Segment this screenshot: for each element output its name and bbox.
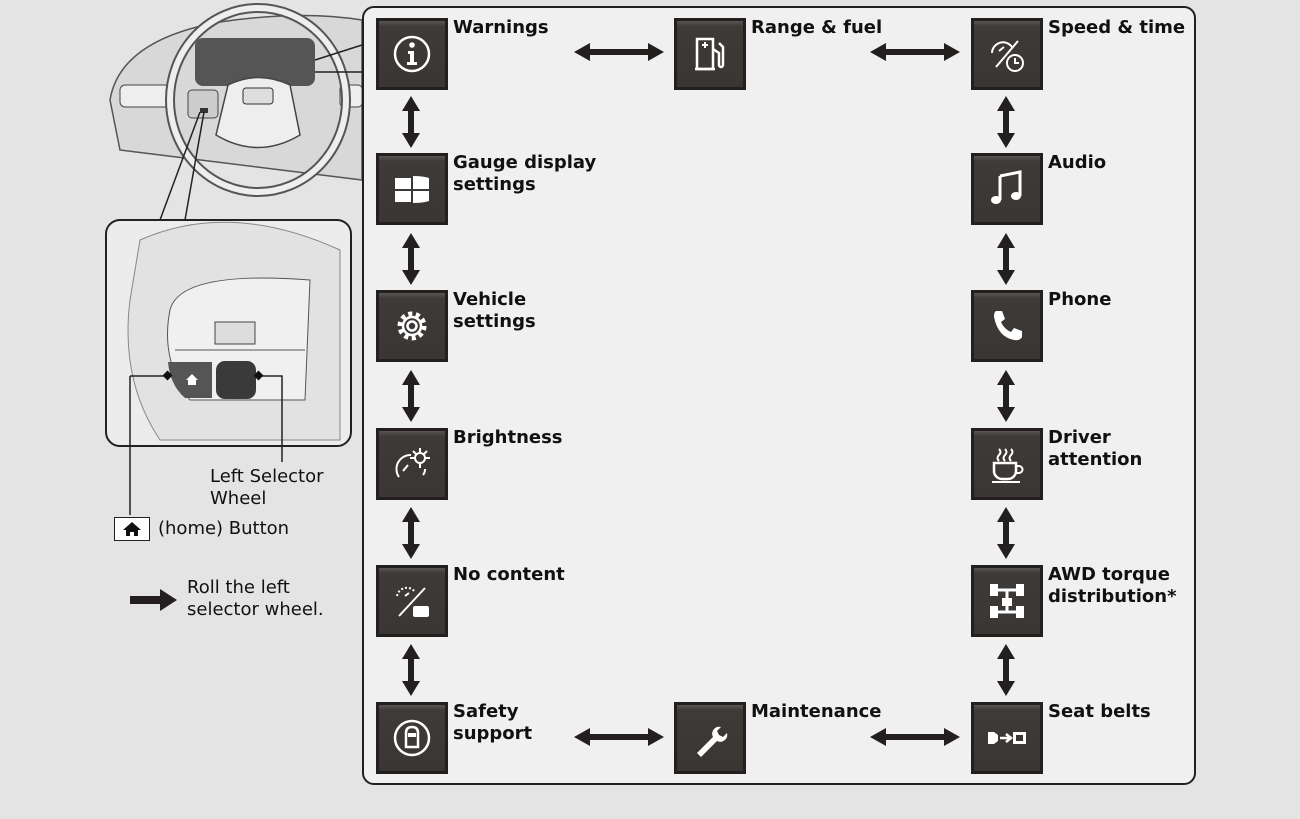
bidirectional-arrow	[997, 233, 1015, 285]
menu-label: Gauge display settings	[453, 152, 597, 195]
wrench-icon	[697, 726, 728, 757]
menu-tile-brightness	[376, 428, 448, 500]
menu-label: Vehicle settings	[453, 289, 536, 332]
menu-label: Range & fuel	[751, 17, 883, 38]
menu-tile-gear	[376, 290, 448, 362]
menu-tile-no-content	[376, 565, 448, 637]
bidirectional-arrow	[997, 96, 1015, 148]
menu-tile-safety-car	[376, 702, 448, 774]
legend-text: Roll the left selector wheel.	[187, 577, 324, 620]
menu-label: Phone	[1048, 289, 1112, 310]
menu-label: Brightness	[453, 427, 563, 448]
menu-tile-fuel-pump	[674, 18, 746, 90]
coffee-cup-icon	[992, 448, 1024, 483]
bidirectional-arrow	[870, 43, 960, 61]
bidirectional-arrow	[402, 233, 420, 285]
menu-diagram-panel	[362, 6, 1196, 785]
awd-icon	[990, 584, 1024, 618]
bidirectional-arrow	[574, 43, 664, 61]
bidirectional-arrow	[997, 370, 1015, 422]
menu-tile-seat-belt	[971, 702, 1043, 774]
menu-tile-info	[376, 18, 448, 90]
menu-label: Speed & time	[1048, 17, 1186, 38]
safety-car-icon	[393, 719, 431, 757]
home-button-callout: (home) Button	[158, 518, 290, 539]
menu-tile-gauge-layout	[376, 153, 448, 225]
menu-label: No content	[453, 564, 565, 585]
brightness-icon	[395, 448, 430, 478]
home-icon	[114, 517, 150, 541]
bidirectional-arrow	[402, 507, 420, 559]
bidirectional-arrow	[870, 728, 960, 746]
menu-label: Maintenance	[751, 701, 882, 722]
menu-label: Driver attention	[1048, 427, 1143, 470]
info-icon	[393, 35, 431, 73]
no-content-icon	[396, 586, 429, 617]
steering-wheel-illustration	[105, 3, 363, 515]
menu-tile-music-note	[971, 153, 1043, 225]
speed-clock-icon	[991, 40, 1024, 72]
seat-belt-icon	[988, 732, 1026, 744]
menu-tile-coffee-cup	[971, 428, 1043, 500]
fuel-pump-icon	[695, 37, 725, 71]
bidirectional-arrow	[574, 728, 664, 746]
menu-tile-awd	[971, 565, 1043, 637]
menu-label: AWD torque distribution*	[1048, 564, 1177, 607]
gauge-layout-icon	[395, 176, 429, 203]
menu-tile-phone	[971, 290, 1043, 362]
menu-tile-speed-clock	[971, 18, 1043, 90]
bidirectional-arrow	[997, 507, 1015, 559]
menu-label: Seat belts	[1048, 701, 1151, 722]
menu-label: Audio	[1048, 152, 1107, 173]
phone-icon	[994, 311, 1022, 341]
bidirectional-arrow	[997, 644, 1015, 696]
menu-label: Warnings	[453, 17, 549, 38]
selector-wheel-callout: Left Selector Wheel	[210, 466, 324, 509]
arrow-right-icon	[130, 589, 177, 611]
menu-tile-wrench	[674, 702, 746, 774]
menu-label: Safety support	[453, 701, 533, 744]
gear-icon	[397, 311, 427, 341]
bidirectional-arrow	[402, 644, 420, 696]
bidirectional-arrow	[402, 370, 420, 422]
bidirectional-arrow	[402, 96, 420, 148]
music-note-icon	[991, 170, 1022, 204]
